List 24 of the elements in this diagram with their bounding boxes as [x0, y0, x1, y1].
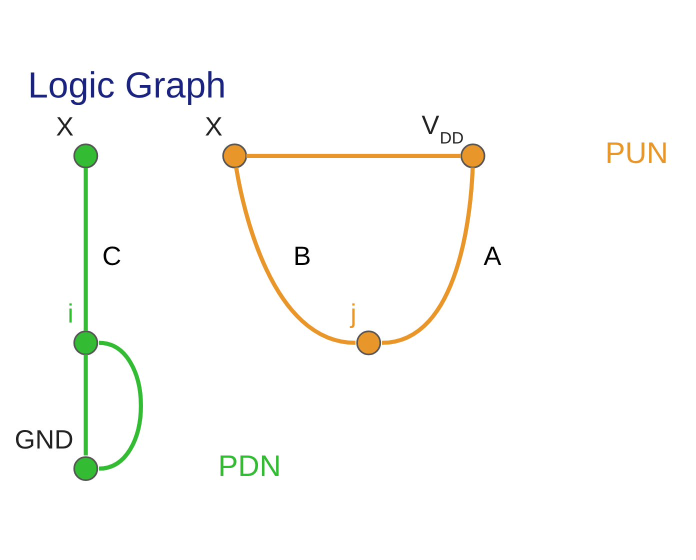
connector	[382, 167, 475, 345]
node-label: GND	[14, 424, 74, 454]
node-label: X	[56, 112, 74, 142]
connector	[234, 167, 356, 345]
label: PDN	[218, 450, 281, 483]
diagram-title: Logic Graph	[28, 64, 226, 106]
node-label: i	[68, 298, 74, 329]
edge-label: C	[102, 240, 122, 271]
label: PUN	[605, 137, 668, 170]
connector	[84, 354, 88, 456]
edge-label: B	[293, 240, 312, 271]
node-circle	[222, 144, 248, 168]
node-circle	[73, 456, 98, 482]
node-label: X	[204, 112, 223, 142]
node-circle	[73, 330, 98, 356]
node-circle	[356, 330, 382, 356]
node-circle	[73, 144, 98, 168]
connector	[84, 168, 88, 331]
node-circle	[460, 144, 486, 168]
connector	[98, 340, 143, 471]
connector	[246, 154, 461, 158]
node-label: V$_{DD}$	[422, 110, 464, 148]
node-label: j	[350, 298, 356, 329]
edge-label: A	[484, 240, 502, 271]
